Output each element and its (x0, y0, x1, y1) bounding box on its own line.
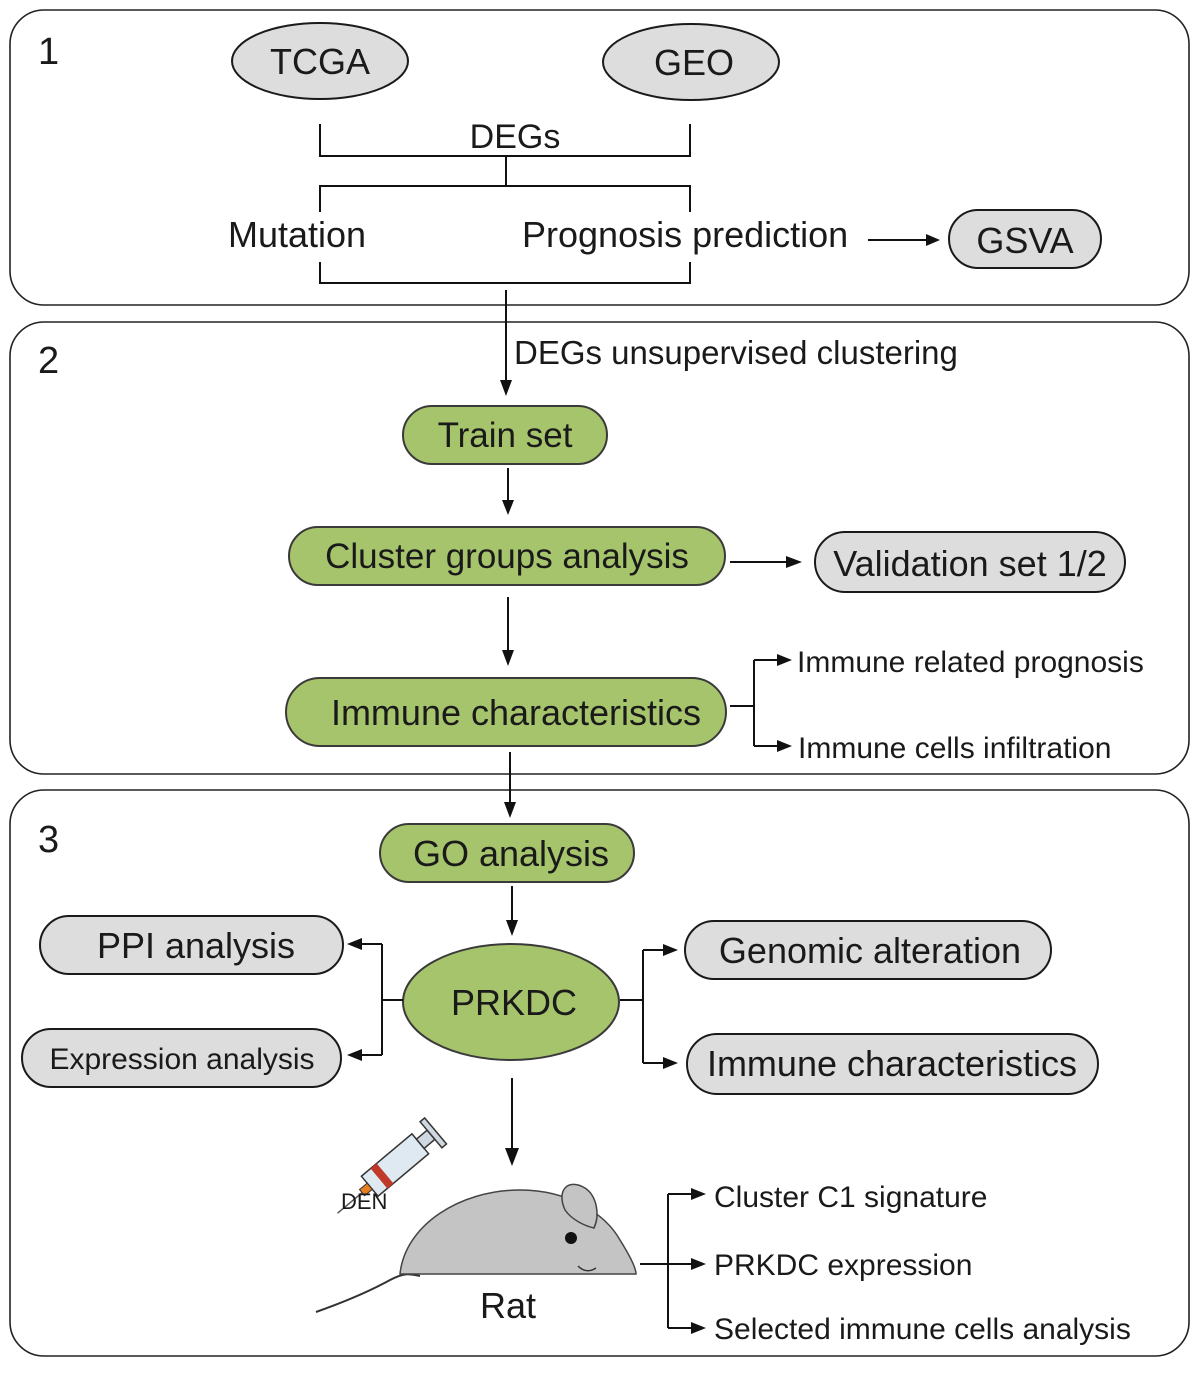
immune-characteristics-3-node (686, 1033, 1099, 1095)
immune3-arrow-head (663, 1057, 678, 1069)
immune-prognosis-arrow-head (777, 654, 792, 666)
immune-characteristics-label: Immune characteristics (331, 692, 701, 733)
prkdc-left-branch (360, 943, 403, 1056)
rat-label: Rat (480, 1285, 536, 1326)
train-to-cluster-arrow-head (502, 500, 514, 515)
prkdc-expression-arrow-head (691, 1258, 706, 1270)
validation-set-node (814, 531, 1126, 593)
clustering-label: DEGs unsupervised clustering (514, 334, 958, 371)
tcga-node (231, 22, 409, 100)
genomic-alteration-label: Genomic alteration (719, 930, 1021, 971)
expression-analysis-node (21, 1028, 342, 1088)
cluster-groups-node (288, 526, 726, 586)
cluster-c1-arrow-head (691, 1188, 706, 1200)
prkdc-label: PRKDC (451, 982, 577, 1023)
go-to-prkdc-arrow-head (506, 920, 518, 936)
tcga-label: TCGA (270, 41, 370, 82)
immune-characteristics-3-label: Immune characteristics (707, 1043, 1077, 1084)
panel-number-2: 2 (38, 340, 59, 382)
prkdc-expression-label: PRKDC expression (714, 1249, 972, 1282)
expression-arrow-head (347, 1049, 362, 1061)
gsva-label: GSVA (976, 220, 1073, 261)
degs-label: DEGs (470, 118, 561, 156)
train-set-node (402, 405, 608, 465)
immune-characteristics-node (285, 677, 727, 747)
gsva-arrow-head (926, 234, 940, 246)
prognosis-label: Prognosis prediction (522, 214, 848, 255)
selected-immune-label: Selected immune cells analysis (714, 1313, 1131, 1346)
cluster-to-immune-arrow-head (502, 650, 514, 666)
genomic-alteration-node (684, 920, 1052, 980)
immune-prognosis-label: Immune related prognosis (797, 646, 1144, 679)
ppi-arrow-head (347, 938, 362, 950)
cluster-groups-label: Cluster groups analysis (325, 537, 689, 576)
rat-icon (315, 1183, 637, 1313)
genomic-arrow-head (663, 944, 678, 956)
syringe-icon (337, 1116, 448, 1214)
validation-set-label: Validation set 1/2 (833, 543, 1107, 584)
panel-number-1: 1 (38, 31, 59, 73)
den-label: DEN (341, 1189, 387, 1214)
selected-immune-arrow-head (691, 1322, 706, 1334)
geo-node (602, 23, 780, 101)
cluster-c1-label: Cluster C1 signature (714, 1181, 987, 1214)
go-analysis-label: GO analysis (413, 833, 609, 874)
immune-infiltration-arrow-head (777, 740, 792, 752)
prkdc-node (402, 943, 620, 1061)
prkdc-right-branch (620, 949, 664, 1064)
immune-branch-lines (730, 659, 778, 747)
rat-branch-lines (640, 1193, 692, 1329)
expression-analysis-label: Expression analysis (49, 1043, 314, 1076)
geo-label: GEO (654, 42, 734, 83)
merge-bracket (319, 262, 691, 284)
mutation-label: Mutation (228, 214, 366, 255)
ppi-analysis-label: PPI analysis (97, 925, 295, 966)
go-analysis-node (379, 823, 635, 883)
immune-to-go-arrow-head (504, 802, 516, 818)
prkdc-to-rat-arrow-head (505, 1148, 519, 1166)
immune-infiltration-label: Immune cells infiltration (798, 732, 1111, 765)
clustering-arrow-head (500, 380, 512, 396)
validation-arrow-head (786, 556, 802, 568)
ppi-analysis-node (39, 915, 344, 975)
split-bracket (319, 185, 691, 212)
panel-number-3: 3 (38, 819, 59, 861)
train-set-label: Train set (438, 416, 573, 455)
gsva-node (948, 209, 1102, 269)
